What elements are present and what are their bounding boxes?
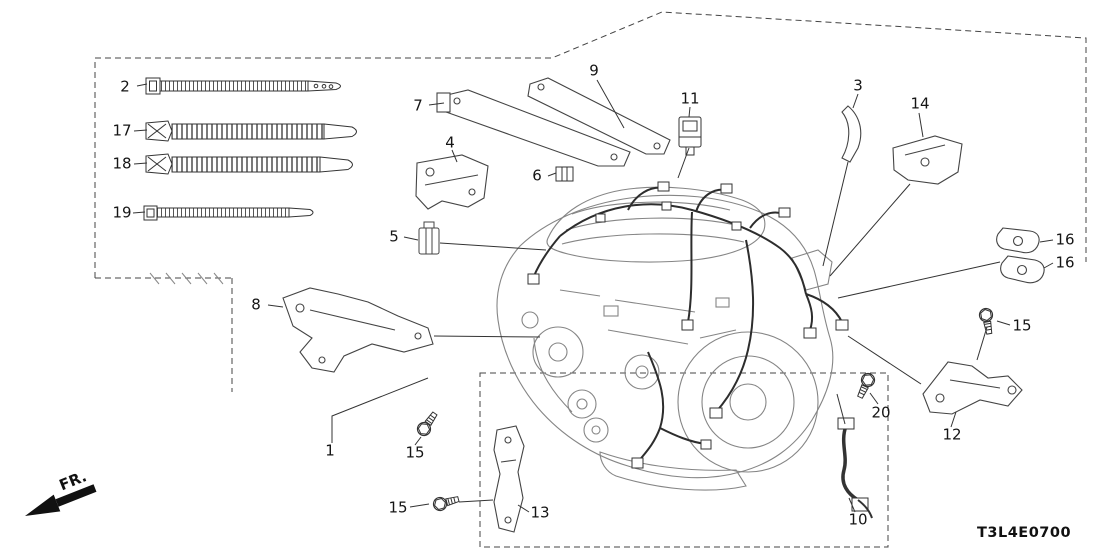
callout-1: 1 [325, 441, 335, 460]
engine-block-illustration [496, 186, 834, 491]
sub-harness-10 [837, 417, 873, 519]
callout-8: 8 [251, 295, 261, 314]
bracket-4 [415, 154, 489, 210]
callout-15-right: 15 [1012, 316, 1032, 335]
callout-13: 13 [530, 503, 550, 522]
callout-10: 10 [848, 510, 868, 529]
cable-tie-19 [143, 205, 314, 221]
diagram-code: T3L4E0700 [977, 525, 1072, 541]
clamp-16-lower [1000, 255, 1045, 284]
bolt-icon-20 [853, 370, 878, 401]
connector-11 [678, 116, 702, 156]
callout-16-upper: 16 [1055, 230, 1075, 249]
callout-7: 7 [413, 96, 423, 115]
cable-tie-2 [145, 77, 341, 95]
bolt-icon-15-mid [414, 409, 441, 439]
callout-18: 18 [112, 154, 132, 173]
callout-16-lower: 16 [1055, 253, 1075, 272]
bracket-14 [892, 135, 963, 185]
boundary-lines [94, 11, 1087, 548]
callout-6: 6 [532, 166, 542, 185]
callout-12: 12 [942, 425, 962, 444]
harness-connectors [527, 181, 849, 469]
clip-5 [418, 221, 440, 255]
callout-20: 20 [871, 403, 891, 422]
torn-edge-hatching [149, 272, 224, 285]
callout-15-bottom: 15 [388, 498, 408, 517]
bracket-8 [282, 287, 434, 373]
callout-5: 5 [389, 227, 399, 246]
leader-lines [132, 79, 1054, 513]
fr-direction-arrow-icon [25, 484, 97, 516]
connector-6 [555, 166, 574, 182]
callout-15-mid: 15 [405, 443, 425, 462]
bolt-icon-15-right [977, 306, 997, 336]
callout-14: 14 [910, 94, 930, 113]
bolt-icon-15-bottom [431, 492, 461, 513]
bracket-12 [922, 361, 1023, 415]
bracket-3 [841, 105, 862, 163]
cable-tie-17 [145, 120, 357, 142]
bracket-13 [493, 425, 525, 533]
cable-tie-18 [145, 153, 353, 175]
callout-3: 3 [853, 76, 863, 95]
callout-2: 2 [120, 77, 130, 96]
clamp-16-upper [996, 227, 1040, 254]
harness-stay-7 [436, 89, 631, 167]
callout-4: 4 [445, 133, 455, 152]
callout-19: 19 [112, 203, 132, 222]
callout-9: 9 [589, 61, 599, 80]
callout-11: 11 [680, 89, 700, 108]
callout-17: 17 [112, 121, 132, 140]
harness-stay-9 [527, 77, 671, 155]
